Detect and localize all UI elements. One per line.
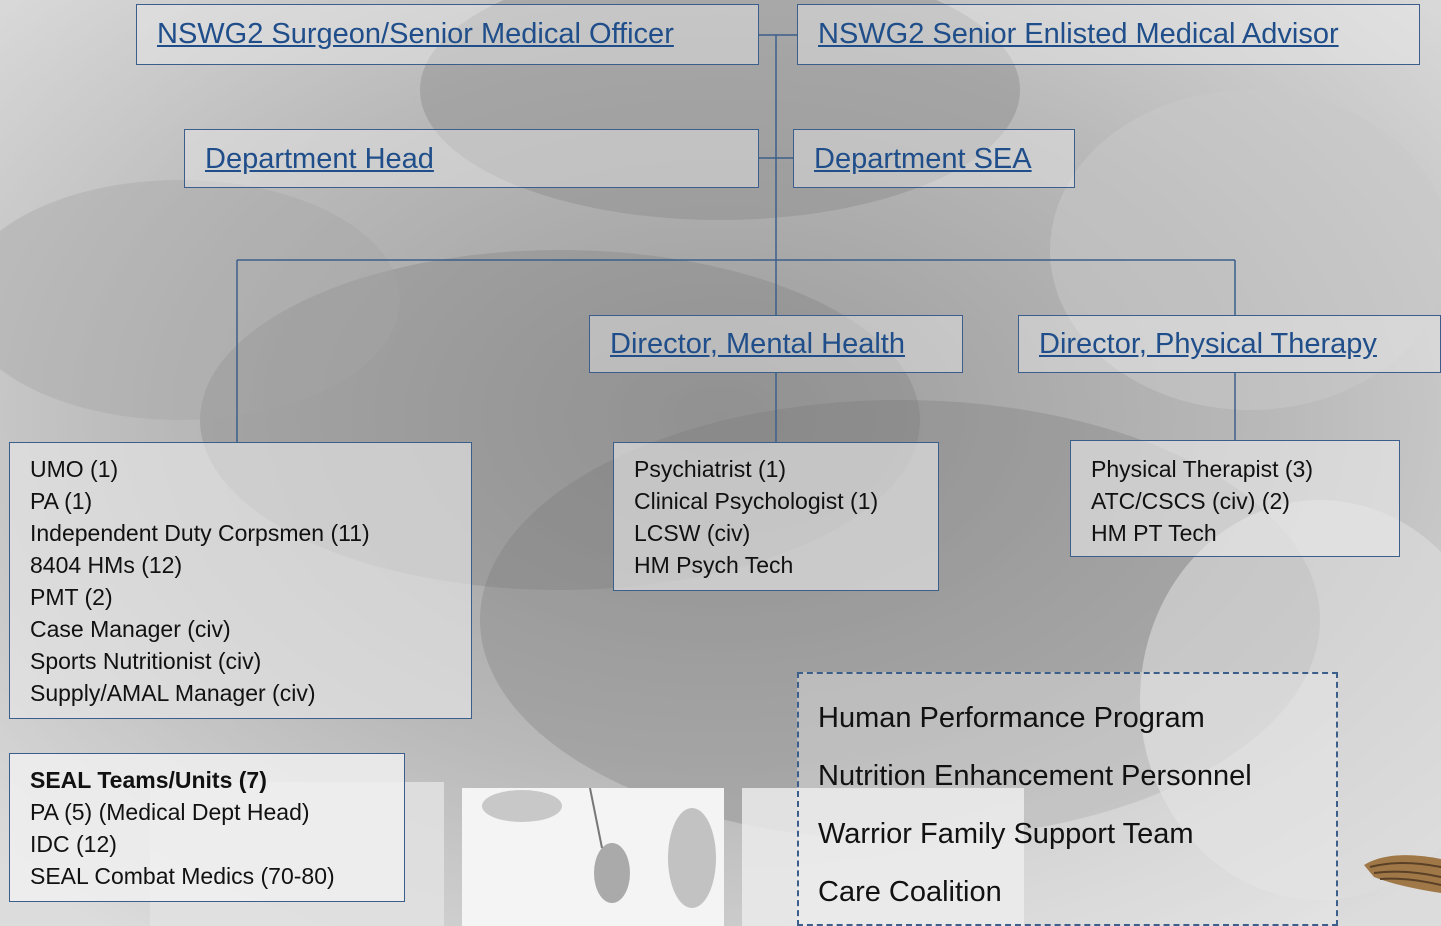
surgeon-link[interactable]: NSWG2 Surgeon/Senior Medical Officer <box>157 18 674 50</box>
medical-staff-box: UMO (1) PA (1) Independent Duty Corpsmen… <box>9 442 472 719</box>
staff-item: HM PT Tech <box>1091 520 1217 546</box>
staff-item: Physical Therapist (3) <box>1091 456 1313 482</box>
senior-enlisted-link[interactable]: NSWG2 Senior Enlisted Medical Advisor <box>818 18 1339 50</box>
programs-box: Human Performance Program Nutrition Enha… <box>797 672 1338 926</box>
seal-teams-heading: SEAL Teams/Units (7) <box>30 767 267 793</box>
staff-item: Supply/AMAL Manager (civ) <box>30 680 316 706</box>
staff-item: PA (1) <box>30 488 93 514</box>
program-item: Human Performance Program <box>818 702 1205 734</box>
senior-enlisted-box: NSWG2 Senior Enlisted Medical Advisor <box>797 4 1420 65</box>
department-head-link[interactable]: Department Head <box>205 143 434 175</box>
seal-teams-item: PA (5) (Medical Dept Head) <box>30 799 310 825</box>
rappelling-figure-image <box>482 788 716 908</box>
mental-health-staff-box: Psychiatrist (1) Clinical Psychologist (… <box>613 442 939 591</box>
seal-teams-item: SEAL Combat Medics (70-80) <box>30 863 335 889</box>
director-mental-health-box: Director, Mental Health <box>589 315 963 373</box>
staff-item: 8404 HMs (12) <box>30 552 183 578</box>
program-item: Care Coalition <box>818 876 1002 908</box>
surgeon-box: NSWG2 Surgeon/Senior Medical Officer <box>136 4 759 65</box>
department-head-box: Department Head <box>184 129 759 188</box>
department-sea-link[interactable]: Department SEA <box>814 143 1032 175</box>
staff-item: HM Psych Tech <box>634 552 794 578</box>
staff-item: UMO (1) <box>30 456 119 482</box>
photo-panel-right <box>742 788 1024 926</box>
department-sea-box: Department SEA <box>793 129 1075 188</box>
director-physical-therapy-link[interactable]: Director, Physical Therapy <box>1039 328 1377 360</box>
staff-item: Sports Nutritionist (civ) <box>30 648 262 674</box>
staff-item: Psychiatrist (1) <box>634 456 787 482</box>
director-physical-therapy-box: Director, Physical Therapy <box>1018 315 1441 373</box>
staff-item: PMT (2) <box>30 584 113 610</box>
seal-teams-box: SEAL Teams/Units (7) PA (5) (Medical Dep… <box>9 753 405 902</box>
director-mental-health-link[interactable]: Director, Mental Health <box>610 328 905 360</box>
program-item: Warrior Family Support Team <box>818 818 1194 850</box>
seal-teams-item: IDC (12) <box>30 831 117 857</box>
staff-item: ATC/CSCS (civ) (2) <box>1091 488 1290 514</box>
staff-item: Clinical Psychologist (1) <box>634 488 879 514</box>
staff-item: LCSW (civ) <box>634 520 751 546</box>
staff-item: Independent Duty Corpsmen (11) <box>30 520 370 546</box>
trident-insignia <box>1364 855 1441 893</box>
physical-therapy-staff-box: Physical Therapist (3) ATC/CSCS (civ) (2… <box>1070 440 1400 557</box>
program-item: Nutrition Enhancement Personnel <box>818 760 1252 792</box>
staff-item: Case Manager (civ) <box>30 616 231 642</box>
